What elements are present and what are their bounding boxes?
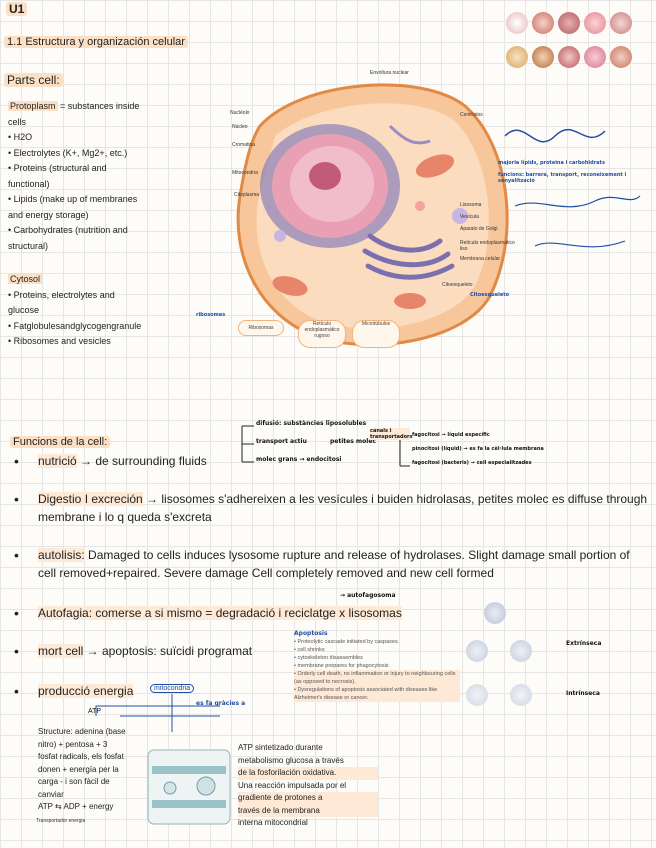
label-citoesqueleto: Citoesqueleto xyxy=(442,282,473,288)
cell-stage-icon xyxy=(510,640,532,662)
cytosol-block: Cytosol • Proteins, electrolytes and glu… xyxy=(8,274,142,346)
energy-arrows xyxy=(95,694,220,732)
thumb-icon xyxy=(558,12,580,34)
cell-diagram: Envoltura nuclear Nucléolo Núcleo Cromat… xyxy=(220,66,520,366)
tree-lines xyxy=(241,425,410,467)
membrane-illustration xyxy=(147,749,231,825)
label-nucleo: Núcleo xyxy=(232,124,248,130)
bullet-icon: • xyxy=(14,643,19,659)
label-reticulo-liso: Retículo endoplasmático liso xyxy=(460,240,515,252)
tree-bacteris: fagocitosi (bacteris) → cell especialitz… xyxy=(412,460,532,466)
organ-thumbnails xyxy=(504,10,652,72)
blue-note-functions: funcions: barrera, transport, reconeixem… xyxy=(498,172,627,184)
blue-note-composition: majoria lípids, proteïna i carbohidrats xyxy=(498,160,605,166)
cell-stage-icon xyxy=(466,640,488,662)
bullet-icon: • xyxy=(14,683,19,699)
label-nucleolo: Nucléolo xyxy=(230,110,250,116)
cell-stage-icon xyxy=(484,602,506,624)
thumb-icon xyxy=(506,12,528,34)
label-centriolos: Centríolos xyxy=(460,112,483,118)
thumb-icon xyxy=(584,46,606,68)
thumb-icon xyxy=(584,12,606,34)
label-mitocondria: Mitocondria xyxy=(232,170,258,176)
nutricio-tree: difusió: substàncies liposolubles transp… xyxy=(240,414,640,474)
thumb-icon xyxy=(558,46,580,68)
section-title: 1.1 Estructura y organización celular xyxy=(4,36,188,48)
thumb-icon xyxy=(532,12,554,34)
label-vesicula: Vesícula xyxy=(460,214,479,220)
es-fa-note: es fa gràcies a xyxy=(196,700,246,707)
tree-transport: transport actiu xyxy=(256,438,307,445)
tree-molec-grans: molec grans → endocitosi xyxy=(256,456,342,463)
protoplasm-block: Protoplasm = substances inside cells • H… xyxy=(8,101,140,251)
atp-tag: ATP xyxy=(88,708,102,715)
cell-stage-icon xyxy=(510,684,532,706)
box-ribosomas: Ribosomas xyxy=(238,320,284,336)
tree-petites: petites molec xyxy=(330,438,376,445)
apoptosis-intrinseca: Intrínseca xyxy=(566,690,600,697)
thumb-icon xyxy=(610,12,632,34)
atp-note: ATP sintetizado durante metabolismo gluc… xyxy=(238,742,378,830)
label-top: Envoltura nuclear xyxy=(370,70,409,76)
apoptosis-extrinseca: Extrínseca xyxy=(566,640,602,647)
parts-title: Parts cell: xyxy=(4,73,63,87)
blue-note-citosquelet: Citoesqueleto xyxy=(470,292,510,298)
thumb-icon xyxy=(506,46,528,68)
box-ret-rugoso: Retículo endoplasmático rugoso xyxy=(298,320,346,348)
tree-pinocitosi: pinocitosi (líquid) → es fa la cèl·lula … xyxy=(412,446,544,452)
tree-canals: canals i transportadors xyxy=(370,428,413,440)
cell-stage-icon xyxy=(466,684,488,706)
thumb-icon xyxy=(610,46,632,68)
structure-note: Structure: adenina (base nitro) + pentos… xyxy=(38,727,126,811)
protoplasm-heading: Protoplasm xyxy=(8,101,58,111)
tree-fagocitosi: fagocitosi → líquid específic xyxy=(412,432,490,438)
thumb-icon xyxy=(532,46,554,68)
mitochondria-membrane-figure xyxy=(146,740,232,832)
label-cromatina: Cromatina xyxy=(232,142,256,148)
apoptosis-title: Apoptosis xyxy=(294,630,328,637)
apoptosis-box: Apoptosis • Proteolytic cascade initiate… xyxy=(294,630,460,702)
bullet-icon: • xyxy=(14,605,19,621)
funcions-title: Funcions de la cell: xyxy=(10,436,111,448)
bullet-icon: • xyxy=(14,547,19,563)
mitocondria-tag: mitocondria xyxy=(150,684,195,693)
unit-title: U1 xyxy=(6,2,28,16)
bullet-icon: • xyxy=(14,453,19,469)
cell-illustration xyxy=(236,83,509,347)
blue-note-ribosomes: ribosomes xyxy=(196,312,226,318)
label-lisosoma: Lisosoma xyxy=(460,202,482,208)
box-microtubulos: Microtúbulos xyxy=(352,320,400,348)
structure-footnote: Transportador energia xyxy=(36,818,86,824)
label-membrana: Membrana celular xyxy=(460,256,501,262)
label-golgi: Aparato de Golgi xyxy=(460,226,498,232)
label-citoplasma: Citoplasma xyxy=(234,192,260,198)
apoptosis-figure xyxy=(462,600,552,720)
cytosol-heading: Cytosol xyxy=(8,274,43,284)
bullet-icon: • xyxy=(14,491,19,507)
tree-difusio: difusió: substàncies liposolubles xyxy=(256,420,367,427)
autofagosoma-note: → autofagosoma xyxy=(340,592,396,599)
blue-scribbles xyxy=(504,128,641,248)
